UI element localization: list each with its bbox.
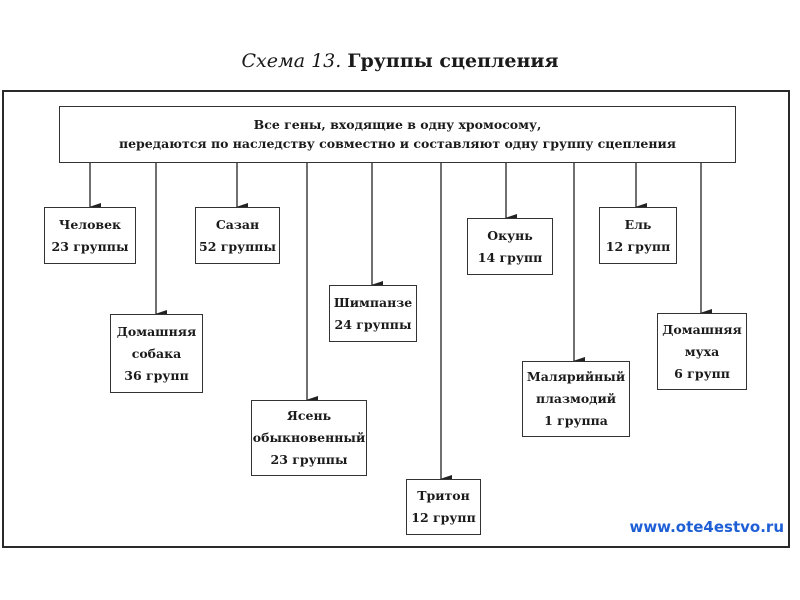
node-count: 36 групп xyxy=(124,367,189,383)
node-human: Человек 23 группы xyxy=(44,207,136,264)
node-count: 24 группы xyxy=(334,316,412,332)
node-newt: Тритон 12 групп xyxy=(406,479,481,535)
root-line-2: передаются по наследству совместно и сос… xyxy=(118,136,677,151)
diagram-title: Схема 13. Группы сцепления xyxy=(0,50,800,72)
node-name: Человек xyxy=(58,216,122,232)
diagram-frame xyxy=(2,90,790,548)
root-statement-box: Все гены, входящие в одну хромосому, пер… xyxy=(59,106,736,163)
node-count: 1 группа xyxy=(544,413,608,428)
node-name: Ясень xyxy=(286,408,332,423)
node-ash: Ясень обыкновенный 23 группы xyxy=(251,400,367,476)
node-fly: Домашняя муха 6 групп xyxy=(657,313,747,390)
scheme-number: Схема 13. xyxy=(241,50,342,72)
node-count: 23 группы xyxy=(51,238,129,254)
scheme-title: Группы сцепления xyxy=(347,50,559,72)
node-name-2: собака xyxy=(131,345,182,361)
node-count: 52 группы xyxy=(199,238,276,254)
node-count: 23 группы xyxy=(270,452,348,467)
node-dog: Домашняя собака 36 групп xyxy=(110,314,203,393)
node-count: 12 групп xyxy=(605,238,671,254)
node-name: Тритон xyxy=(417,488,470,503)
node-name-2: обыкновенный xyxy=(252,430,366,445)
node-name: Ель xyxy=(624,216,652,232)
node-name: Малярийный xyxy=(526,369,626,384)
node-chimp: Шимпанзе 24 группы xyxy=(329,285,417,342)
node-count: 12 групп xyxy=(411,510,476,525)
node-perch: Окунь 14 групп xyxy=(467,218,553,275)
root-line-1: Все гены, входящие в одну хромосому, xyxy=(253,117,542,132)
node-count: 14 групп xyxy=(477,249,543,265)
node-name-2: плазмодий xyxy=(535,391,617,406)
node-count: 6 групп xyxy=(674,365,730,381)
node-name: Шимпанзе xyxy=(333,294,413,310)
node-name: Домашняя xyxy=(116,323,197,339)
node-name-2: муха xyxy=(684,343,720,359)
node-name: Сазан xyxy=(215,216,260,232)
node-name: Окунь xyxy=(487,227,533,243)
node-name: Домашняя xyxy=(662,321,742,337)
watermark-link[interactable]: www.ote4estvo.ru xyxy=(629,518,784,536)
node-plasmodium: Малярийный плазмодий 1 группа xyxy=(522,361,630,437)
node-spruce: Ель 12 групп xyxy=(599,207,677,264)
node-carp: Сазан 52 группы xyxy=(195,207,280,264)
